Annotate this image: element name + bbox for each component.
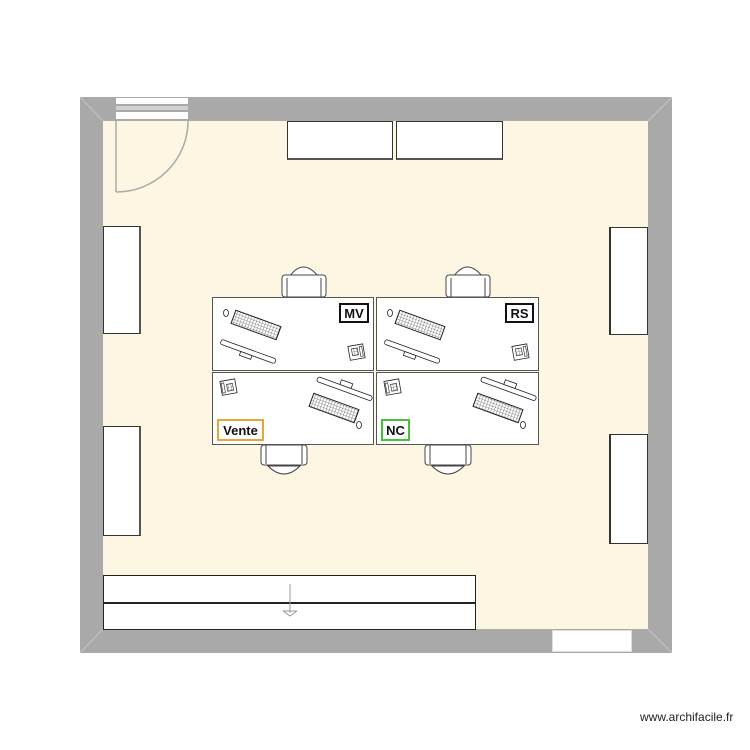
phone-icon xyxy=(383,378,402,396)
cabinet-right-upper[interactable] xyxy=(609,227,648,335)
mouse-icon xyxy=(387,309,393,317)
cabinet-left-lower[interactable] xyxy=(103,426,141,536)
phone-icon xyxy=(347,343,366,361)
watermark: www.archifacile.fr xyxy=(640,710,734,724)
window xyxy=(552,630,632,652)
keyboard-icon xyxy=(230,309,282,341)
keyboard-icon xyxy=(472,392,524,424)
cabinet-left-upper[interactable] xyxy=(103,226,141,334)
phone-icon xyxy=(511,343,530,361)
chair-icon xyxy=(424,444,472,475)
cabinet-right-lower[interactable] xyxy=(609,434,648,544)
mouse-icon xyxy=(520,421,526,429)
label-vente[interactable]: Vente xyxy=(217,419,264,441)
mouse-icon xyxy=(223,309,229,317)
keyboard-icon xyxy=(394,309,446,341)
label-mv[interactable]: MV xyxy=(339,303,369,323)
cabinet-top-left[interactable] xyxy=(287,121,393,160)
mouse-icon xyxy=(356,421,362,429)
cabinet-top-right[interactable] xyxy=(396,121,503,160)
chair-icon xyxy=(281,266,327,298)
monitor-icon xyxy=(316,376,373,401)
room-floor xyxy=(103,121,648,629)
monitor-icon xyxy=(384,339,441,364)
keyboard-icon xyxy=(308,392,360,424)
phone-icon xyxy=(219,378,238,396)
label-nc[interactable]: NC xyxy=(381,419,410,441)
chair-icon xyxy=(445,266,491,298)
chair-icon xyxy=(260,444,308,475)
label-rs[interactable]: RS xyxy=(505,303,534,323)
monitor-icon xyxy=(220,339,277,364)
monitor-icon xyxy=(480,376,537,401)
